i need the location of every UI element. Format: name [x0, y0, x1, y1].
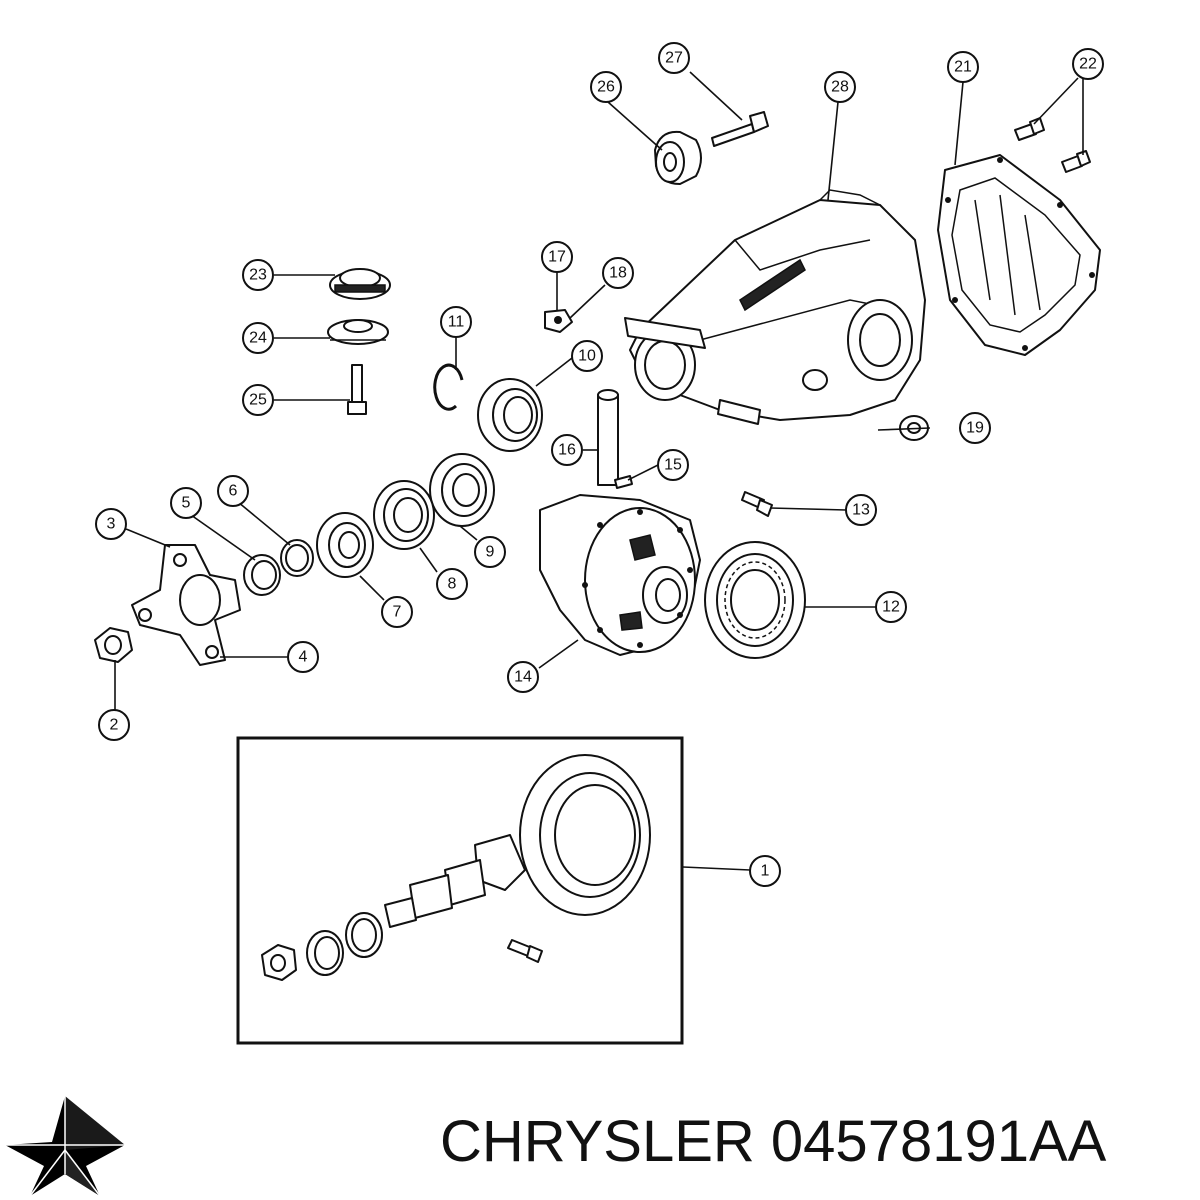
svg-text:1: 1	[761, 863, 770, 880]
svg-text:7: 7	[393, 604, 402, 621]
part-spacer-5	[243, 554, 281, 596]
svg-text:25: 25	[249, 392, 267, 409]
part-companion-flange	[131, 544, 241, 666]
svg-text:8: 8	[448, 576, 457, 593]
svg-text:9: 9	[486, 544, 495, 561]
svg-text:24: 24	[249, 330, 267, 347]
part-clip	[544, 309, 573, 333]
part-ring-and-pinion-kit	[261, 754, 651, 981]
callout-15: 15	[657, 449, 689, 481]
part-carrier-bearing	[704, 541, 806, 659]
gear-kit-box	[236, 736, 684, 1045]
svg-text:22: 22	[1079, 56, 1097, 73]
svg-text:21: 21	[954, 59, 972, 76]
part-differential-case	[539, 494, 701, 656]
callout-18: 18	[602, 257, 634, 289]
callout-16: 16	[551, 434, 583, 466]
leader-lines	[114, 71, 1084, 871]
part-lock-bolt	[614, 475, 633, 489]
callout-3: 3	[95, 508, 127, 540]
callout-17: 17	[541, 241, 573, 273]
svg-text:3: 3	[107, 516, 116, 533]
svg-text:6: 6	[229, 483, 238, 500]
callout-10: 10	[571, 340, 603, 372]
callout-14: 14	[507, 661, 539, 693]
callout-13: 13	[845, 494, 877, 526]
callout-12: 12	[875, 591, 907, 623]
callout-21: 21	[947, 51, 979, 83]
callout-7: 7	[381, 596, 413, 628]
svg-text:28: 28	[831, 79, 849, 96]
callout-4: 4	[287, 641, 319, 673]
part-shim-6	[280, 539, 314, 577]
svg-text:19: 19	[966, 420, 984, 437]
callout-1: 1	[749, 855, 781, 887]
part-mount-lower	[327, 319, 389, 345]
svg-text:23: 23	[249, 267, 267, 284]
callout-6: 6	[217, 475, 249, 507]
part-bearing-9	[429, 453, 495, 527]
svg-text:10: 10	[578, 348, 596, 365]
svg-text:18: 18	[609, 265, 627, 282]
callout-27: 27	[658, 42, 690, 74]
svg-text:17: 17	[548, 249, 566, 266]
svg-text:26: 26	[597, 79, 615, 96]
callout-22: 22	[1072, 48, 1104, 80]
part-bolt-27	[711, 111, 769, 147]
svg-text:13: 13	[852, 502, 870, 519]
part-ring-gear-bolt	[741, 491, 773, 517]
callout-8: 8	[436, 568, 468, 600]
part-pinion-shaft	[597, 389, 619, 486]
svg-text:11: 11	[448, 314, 465, 331]
callout-2: 2	[98, 709, 130, 741]
callout-5: 5	[170, 487, 202, 519]
svg-text:27: 27	[665, 50, 683, 67]
part-mount-bolt	[347, 364, 367, 415]
callout-25: 25	[242, 384, 274, 416]
part-bearing-10	[477, 378, 543, 452]
part-differential-cover	[937, 154, 1101, 356]
chrysler-pentastar-icon	[5, 1096, 125, 1197]
part-snap-ring	[433, 363, 464, 411]
svg-text:5: 5	[182, 495, 191, 512]
svg-text:16: 16	[558, 442, 576, 459]
callout-26: 26	[590, 71, 622, 103]
svg-text:12: 12	[882, 599, 900, 616]
svg-text:15: 15	[664, 457, 682, 474]
part-number-caption: CHRYSLER 04578191AA	[440, 1109, 1107, 1174]
callout-24: 24	[242, 322, 274, 354]
callout-28: 28	[824, 71, 856, 103]
callout-23: 23	[242, 259, 274, 291]
part-mount-upper	[329, 268, 391, 300]
callout-11: 11	[440, 306, 472, 338]
svg-text:14: 14	[514, 669, 532, 686]
part-differential-housing	[624, 189, 926, 425]
callout-19: 19	[959, 412, 991, 444]
part-bushing	[654, 130, 702, 185]
part-seal-8	[373, 480, 435, 550]
callout-9: 9	[474, 536, 506, 568]
svg-text:2: 2	[110, 717, 119, 734]
part-cover-bolts	[1014, 117, 1091, 173]
part-bearing-7	[316, 512, 374, 578]
svg-text:4: 4	[299, 649, 308, 666]
part-pinion-nut	[94, 627, 133, 663]
